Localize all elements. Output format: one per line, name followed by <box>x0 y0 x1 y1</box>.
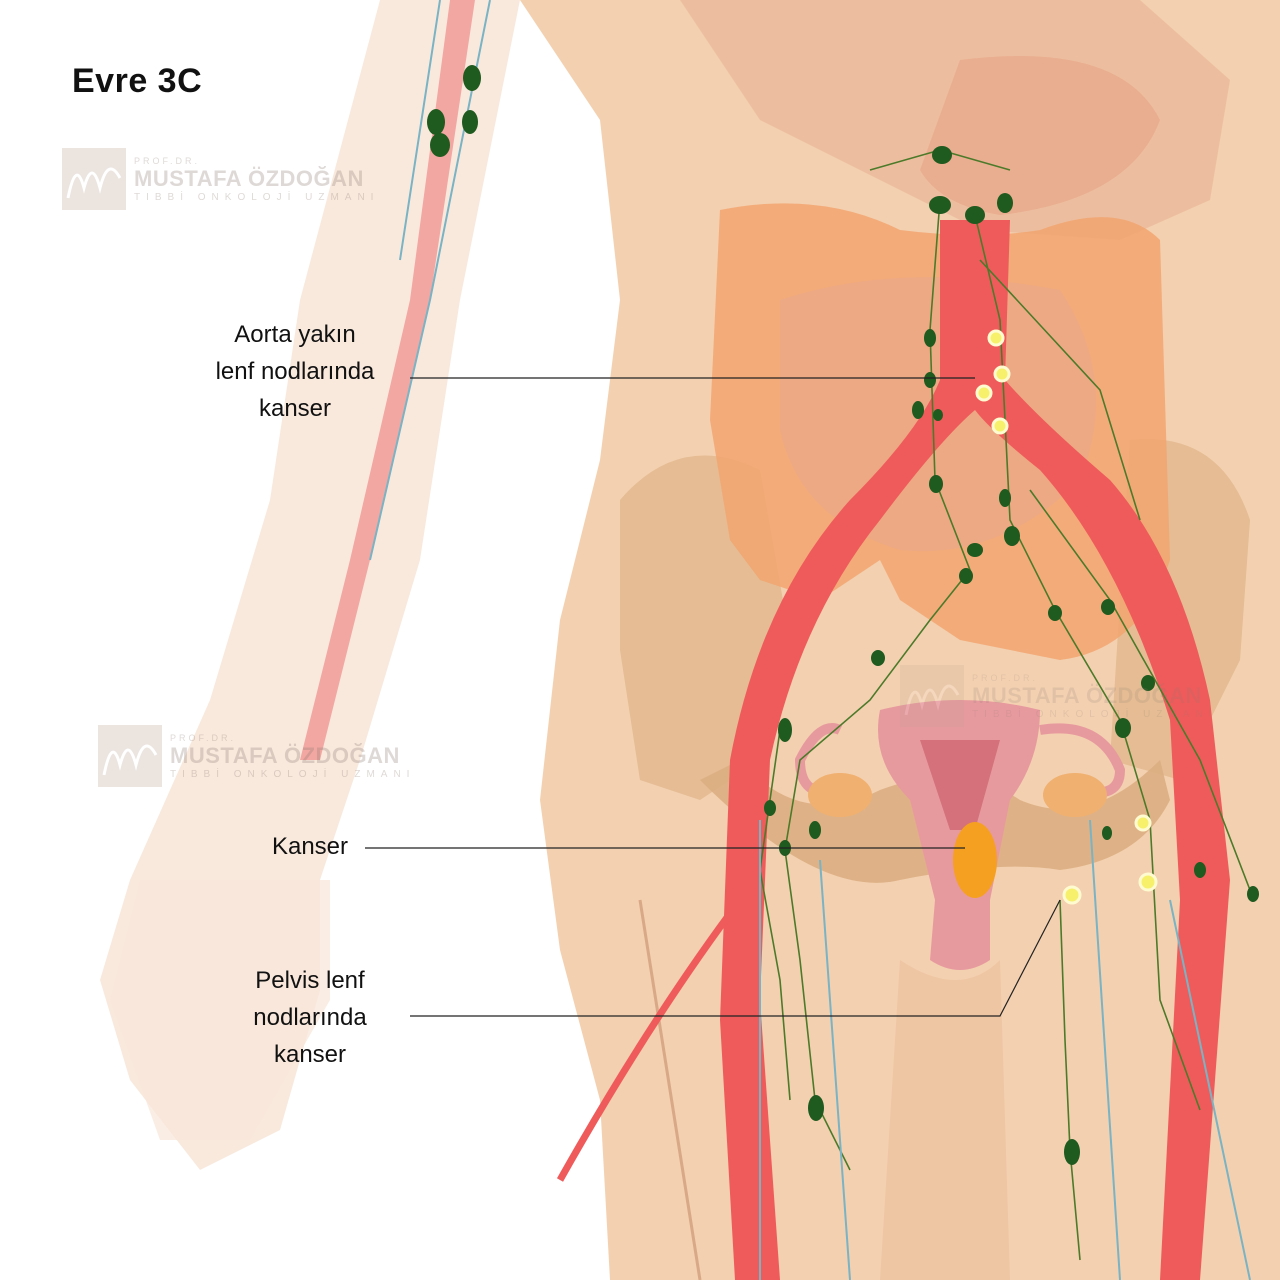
label-pelvis-line-3: kanser <box>273 1041 347 1068</box>
leader-pelvis <box>410 899 1061 1017</box>
aorta <box>720 220 1230 1280</box>
watermark-logo-icon <box>98 725 162 787</box>
watermark-logo-icon <box>62 148 126 210</box>
watermark-title: TIBBİ ONKOLOJİ UZMANI <box>134 191 380 203</box>
leg-artery-branch <box>556 897 743 1182</box>
watermark-prefix: PROF.DR. <box>134 155 201 166</box>
watermark-title: TIBBİ ONKOLOJİ UZMANI <box>972 708 1218 720</box>
groin <box>880 960 1010 1280</box>
watermark-name: MUSTAFA ÖZDOĞAN <box>170 742 400 768</box>
watermark-logo-icon <box>900 665 964 727</box>
label-cancer: Kanser <box>271 833 349 860</box>
arm-artery <box>300 0 475 760</box>
cancer-lymph-nodes <box>975 329 1158 905</box>
watermark: PROF.DR. MUSTAFA ÖZDOĞAN TIBBİ ONKOLOJİ … <box>98 725 415 787</box>
label-aorta-line-2: lenf nodlarında <box>215 358 375 385</box>
watermark: PROF.DR. MUSTAFA ÖZDOĞAN TIBBİ ONKOLOJİ … <box>900 665 1217 727</box>
watermark-name: MUSTAFA ÖZDOĞAN <box>134 165 364 191</box>
tumor <box>953 822 997 898</box>
watermark-prefix: PROF.DR. <box>972 672 1039 683</box>
watermark: PROF.DR. MUSTAFA ÖZDOĞAN TIBBİ ONKOLOJİ … <box>62 148 379 210</box>
hand-skin <box>110 880 330 1140</box>
watermark-title: TIBBİ ONKOLOJİ UZMANI <box>170 768 416 780</box>
page-title: Evre 3C <box>72 62 203 100</box>
watermark-prefix: PROF.DR. <box>170 732 237 743</box>
label-aorta-nodes: Aorta yakın lenf nodlarında kanser <box>180 316 410 427</box>
uterus-inner <box>920 740 1000 830</box>
label-pelvis-line-2: nodlarında <box>253 1004 367 1031</box>
left-leg-outline <box>638 899 702 1281</box>
lymph-vessels-blue <box>369 0 1251 1281</box>
label-aorta-line-1: Aorta yakın <box>234 321 356 348</box>
lymph-nodes <box>427 65 1259 1165</box>
ovary-left <box>1043 773 1107 817</box>
label-pelvis-nodes: Pelvis lenf nodlarında kanser <box>210 962 410 1073</box>
label-pelvis-line-1: Pelvis lenf <box>255 967 365 994</box>
stomach-inner <box>920 56 1160 215</box>
leader-lines <box>365 377 1061 1017</box>
label-aorta-line-3: kanser <box>258 395 332 422</box>
watermark-name: MUSTAFA ÖZDOĞAN <box>972 682 1202 708</box>
ovary-right <box>808 773 872 817</box>
